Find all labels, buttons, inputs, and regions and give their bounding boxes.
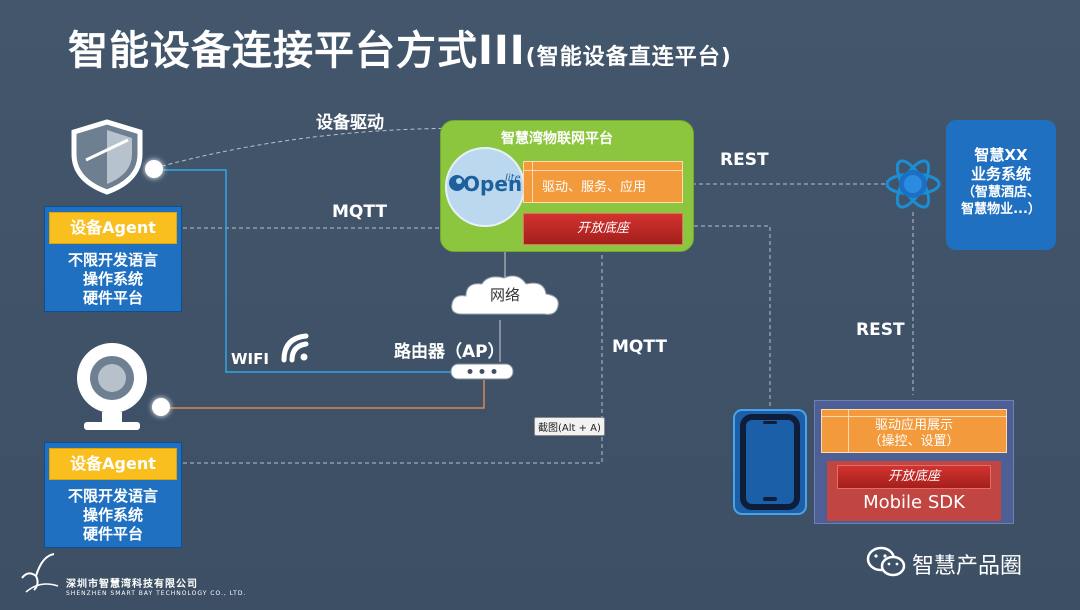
mobile-sdk-label: Mobile SDK [863,492,965,513]
agent-tag: 设备Agent [49,448,177,480]
agent-tag: 设备Agent [49,212,177,244]
atom-icon [885,159,941,209]
driver-service-app: 驱动、服务、应用 [523,161,683,203]
driver-row-text: 驱动、服务、应用 [542,180,647,195]
agent-text: 不限开发语言 操作系统 硬件平台 [67,251,158,307]
router-label: 路由器（AP） [394,342,505,362]
platform-mobile-line [680,225,771,410]
logo-suffix: lite [505,173,521,184]
business-line-1: 智慧XX [974,146,1028,164]
agent-text: 不限开发语言 操作系统 硬件平台 [67,487,158,543]
company-cn: 深圳市智慧湾科技有限公司 [66,579,198,590]
shield-port [145,160,163,178]
router-icon [450,363,514,380]
title-sub: (智能设备直连平台) [525,45,732,70]
title-main: 智能设备连接平台方式III [68,28,526,74]
page-title: 智能设备连接平台方式III(智能设备直连平台) [68,18,732,76]
rest-right-label: REST [856,320,905,340]
agent-box-bottom: 设备Agent 不限开发语言 操作系统 硬件平台 [44,442,182,548]
shield-icon [71,119,143,195]
mobile-open-base: 开放底座 [837,465,991,489]
mqtt-bottom-line [183,250,603,464]
mqtt-mid-label: MQTT [612,337,667,357]
device-driver-label: 设备驱动 [316,113,384,133]
company-name: 深圳市智慧湾科技有限公司 SHENZHEN SMART BAY TECHNOLO… [66,575,246,597]
business-line-4: 智慧物业...） [961,202,1041,217]
cloud-icon [451,275,559,315]
company-logo-icon [21,553,59,593]
open-base: 开放底座 [523,213,683,245]
sdk-base: 开放底座 Mobile SDK [827,461,1001,521]
camera-icon [77,343,147,430]
wifi-icon [281,333,309,363]
wifi-line [160,169,455,373]
screenshot-tooltip: 截图(Alt + A) [534,417,605,436]
wifi-label: WIFI [231,350,269,368]
mobile-sdk-panel: 驱动应用展示 （操控、设置） 开放底座 Mobile SDK [814,400,1014,524]
iot-platform: 智慧湾物联网平台 Open lite 驱动、服务、应用 开放底座 [440,120,694,252]
brand-name: 智慧产品圈 [912,554,1023,579]
app-display-box: 驱动应用展示 （操控、设置） [821,409,1007,453]
company-en: SHENZHEN SMART BAY TECHNOLOGY CO., LTD. [66,590,247,597]
camera-port [152,398,170,416]
mqtt-top-label: MQTT [332,202,387,222]
business-system: 智慧XX 业务系统 （智慧酒店、 智慧物业...） [946,120,1056,250]
app-display-sub: （操控、设置） [868,434,960,449]
agent-box-top: 设备Agent 不限开发语言 操作系统 硬件平台 [44,206,182,312]
wechat-icon [866,546,906,577]
business-line-3: （智慧酒店、 [961,185,1040,200]
platform-title: 智慧湾物联网平台 [501,131,613,147]
camera-router-line [162,380,485,409]
network-label: 网络 [489,286,520,304]
rest-top-label: REST [720,150,769,170]
openlite-icon [449,175,465,191]
phone-icon [733,409,807,515]
logo-text: Open [463,172,523,196]
business-line-2: 业务系统 [970,165,1031,183]
app-display-text: 驱动应用展示 [874,418,953,433]
